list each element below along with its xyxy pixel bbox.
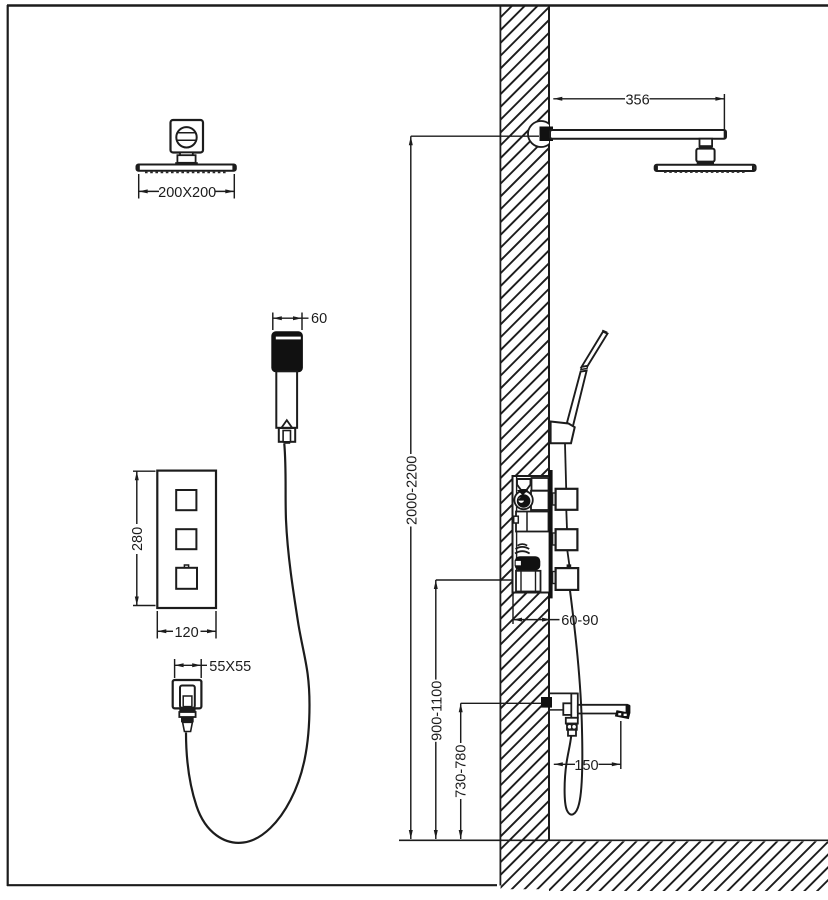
svg-text:280: 280 <box>130 527 146 551</box>
svg-text:150: 150 <box>574 758 598 774</box>
svg-text:356: 356 <box>625 93 649 109</box>
svg-text:900-1100: 900-1100 <box>429 681 445 741</box>
svg-text:60-90: 60-90 <box>561 613 598 629</box>
svg-text:60: 60 <box>311 311 327 327</box>
svg-text:200X200: 200X200 <box>158 185 216 201</box>
svg-text:730-780: 730-780 <box>454 745 470 798</box>
svg-text:120: 120 <box>174 625 198 641</box>
svg-text:55X55: 55X55 <box>209 659 251 675</box>
svg-text:2000-2200: 2000-2200 <box>404 456 420 525</box>
